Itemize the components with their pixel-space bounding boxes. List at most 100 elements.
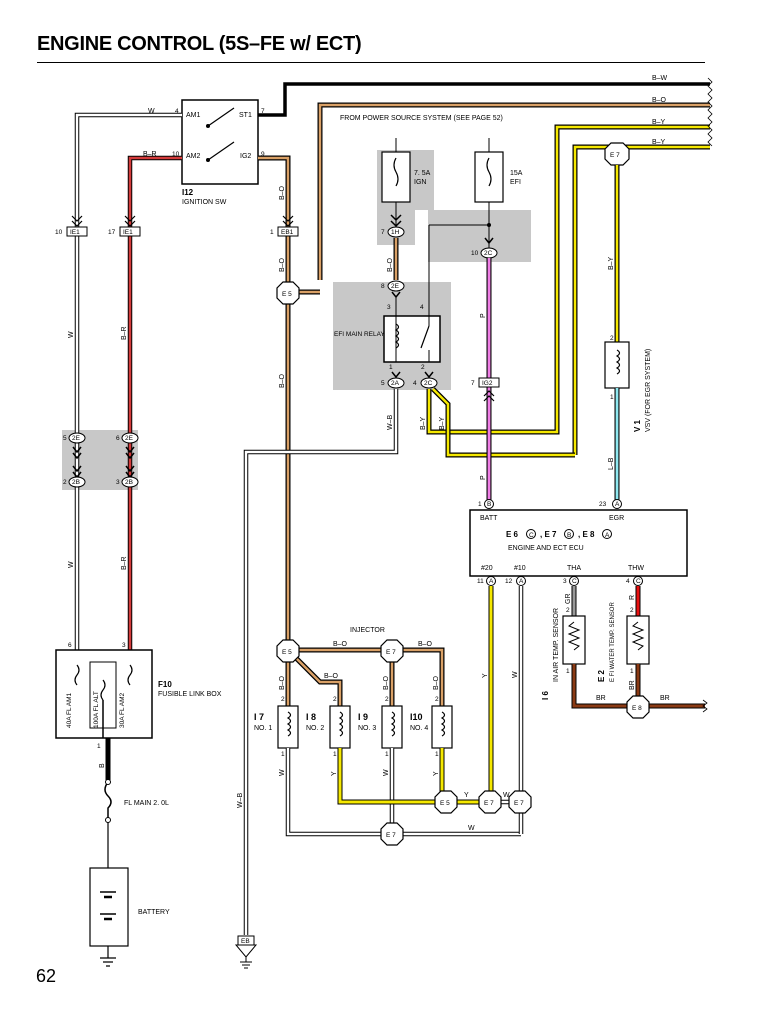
svg-text:E 2: E 2 <box>597 669 606 682</box>
terminal-ig2: IG2 <box>240 153 251 160</box>
svg-text:2: 2 <box>421 364 425 371</box>
svg-text:1: 1 <box>389 364 393 371</box>
svg-text:4: 4 <box>420 304 424 311</box>
junction-e5-bottom: E 5 <box>434 790 458 814</box>
ign-fuse: 7. 5A IGN <box>381 138 431 203</box>
svg-text:BATT: BATT <box>480 515 498 522</box>
efi-to-2c: 2C 10 <box>428 202 498 316</box>
fl-main-label: FL MAIN 2. 0L <box>124 800 169 807</box>
vsv-circuit: E 7 B–Y 2 1 V 1 VSV (FOR EGR SYSTEM) L–B <box>604 142 652 500</box>
svg-text:A: A <box>519 578 524 585</box>
connector-ie1-right-pin: 17 <box>108 229 116 236</box>
junction-e5-top: E 5 <box>276 281 300 305</box>
svg-text:B–O: B–O <box>324 673 339 680</box>
svg-text:B–O: B–O <box>279 257 286 272</box>
wire-label-am1: W <box>148 108 155 115</box>
svg-text:E 7: E 7 <box>610 152 620 159</box>
svg-text:B–Y: B–Y <box>439 416 446 430</box>
terminal-am1: AM1 <box>186 112 201 119</box>
svg-text:2: 2 <box>333 696 337 703</box>
svg-text:1H: 1H <box>391 229 400 236</box>
pink-wire: P P IG2 7 <box>471 258 500 500</box>
svg-text:W: W <box>512 671 519 678</box>
svg-text:1: 1 <box>281 751 285 758</box>
svg-text:2: 2 <box>385 696 389 703</box>
svg-text:B–Y: B–Y <box>420 416 427 430</box>
svg-text:2A: 2A <box>391 380 400 387</box>
wire-break-mark <box>707 77 713 147</box>
svg-text:#20: #20 <box>481 565 493 572</box>
page-title: ENGINE CONTROL (5S–FE w/ ECT) <box>37 33 362 55</box>
svg-text:11: 11 <box>477 578 484 585</box>
svg-text:E FI WATER TEMP. SENSOR: E FI WATER TEMP. SENSOR <box>610 602 616 682</box>
svg-text:A: A <box>605 532 610 539</box>
svg-text:6: 6 <box>68 642 72 649</box>
svg-text:2: 2 <box>281 696 285 703</box>
connector-2e-right: 2E 6 <box>116 432 139 460</box>
connector-ie1-left-pin: 10 <box>55 229 63 236</box>
fusible-link-box: 6 3 1 40A FL AM1 100A FL ALT 30A FL AM2 … <box>55 642 222 750</box>
svg-text:I 7: I 7 <box>254 712 264 722</box>
efi-main-relay: 3 4 1 2 EFI MAIN RELAY 2A 5 2C 4 <box>334 304 441 389</box>
svg-text:W: W <box>468 825 475 832</box>
svg-text:IN AIR TEMP. SENSOR: IN AIR TEMP. SENSOR <box>553 608 560 682</box>
ignition-switch-name: IGNITION SW <box>182 199 227 206</box>
svg-text:5: 5 <box>381 380 385 387</box>
svg-text:B–O: B–O <box>279 373 286 388</box>
ignition-contact-1 <box>207 107 235 127</box>
svg-text:2C: 2C <box>424 380 433 387</box>
svg-text:THW: THW <box>628 565 644 572</box>
connector-ie1-left-label: IE1 <box>70 229 80 236</box>
relay-name: EFI MAIN RELAY <box>334 331 385 338</box>
vsv-code: V 1 <box>633 419 642 432</box>
svg-text:3: 3 <box>122 642 126 649</box>
wire-b-y2-outline <box>572 144 710 455</box>
connector-2b-right: 2B 3 <box>116 465 139 488</box>
svg-text:B–O: B–O <box>333 641 348 648</box>
svg-text:7. 5A: 7. 5A <box>414 170 431 177</box>
svg-text:B–O: B–O <box>279 675 286 690</box>
wire-b-y1 <box>555 125 710 392</box>
shade-2c-top <box>428 210 531 262</box>
injectors: 2 1 I 7 NO. 1 2 1 I 8 NO. 2 2 1 I 9 NO. … <box>254 696 453 758</box>
junction-e7-mid: E 7 <box>380 639 404 663</box>
svg-text:P: P <box>480 475 487 480</box>
svg-text:1: 1 <box>478 501 482 508</box>
ig2-branch: B–O B–O B–O EB1 1 E 5 <box>258 155 320 650</box>
svg-text:I10: I10 <box>410 712 423 722</box>
connector-2e-left: 2E 5 <box>63 432 86 460</box>
fl-main-symbol <box>104 781 112 820</box>
wire-label-b-r-1: B–R <box>121 326 128 340</box>
svg-text:2E: 2E <box>391 283 400 290</box>
ignition-switch-body <box>181 99 259 185</box>
svg-text:E 7: E 7 <box>386 832 396 839</box>
svg-text:A: A <box>615 501 620 508</box>
svg-text:7: 7 <box>471 380 475 387</box>
label-b-y2: B–Y <box>652 139 666 146</box>
svg-text:B–O: B–O <box>279 185 286 200</box>
svg-text:#10: #10 <box>514 565 526 572</box>
connector-eb1: EB1 1 <box>270 215 299 237</box>
svg-text:2C: 2C <box>484 250 493 257</box>
svg-text:I 9: I 9 <box>358 712 368 722</box>
svg-text:B: B <box>99 763 106 768</box>
svg-text:FUSIBLE LINK BOX: FUSIBLE LINK BOX <box>158 691 222 698</box>
svg-text:1: 1 <box>630 668 634 675</box>
junction-e7-bottom-3: E 7 <box>380 822 404 846</box>
svg-text:1: 1 <box>333 751 337 758</box>
junction-e7-bottom-2: E 7 <box>508 790 532 814</box>
svg-text:3: 3 <box>387 304 391 311</box>
connector-ie1-left: IE1 10 <box>55 215 88 237</box>
svg-text:1: 1 <box>270 229 274 236</box>
svg-text:B: B <box>567 532 571 539</box>
svg-text:W: W <box>503 792 510 799</box>
svg-text:B–O: B–O <box>387 257 394 272</box>
page-number: 62 <box>36 966 57 986</box>
wire-label-w-2: W <box>68 561 75 568</box>
svg-text:E 5: E 5 <box>282 291 292 298</box>
svg-text:GR: GR <box>565 594 572 605</box>
svg-text:I 6: I 6 <box>541 691 550 700</box>
svg-text:NO. 2: NO. 2 <box>306 725 324 732</box>
svg-text:4: 4 <box>626 578 630 585</box>
